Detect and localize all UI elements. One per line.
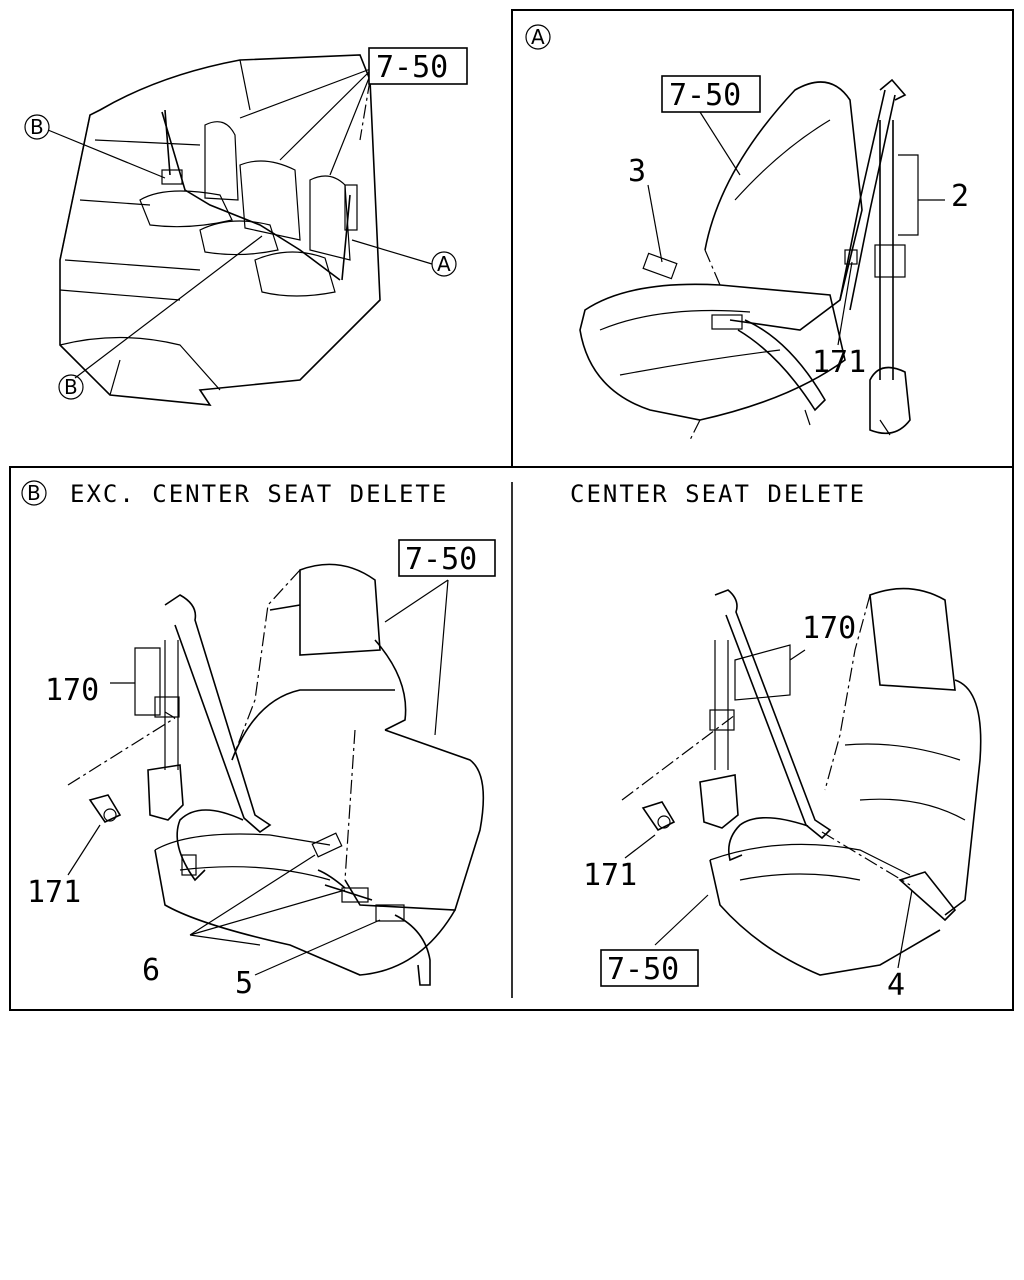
overview-circle-b-bottom-label: B — [64, 375, 78, 399]
detail-b-title-right: CENTER SEAT DELETE — [570, 480, 866, 508]
callout-171-b-right: 171 — [583, 858, 637, 893]
callout-171-a: 171 — [812, 345, 866, 380]
detail-a-ref-box — [661, 75, 761, 113]
overview-ref-box — [368, 47, 468, 85]
detail-b-left-drawing — [67, 563, 485, 986]
callout-2-a: 2 — [951, 179, 969, 214]
callout-3: 3 — [628, 154, 646, 189]
detail-a-drawing — [579, 78, 945, 441]
overview-circle-b-top-label: B — [30, 115, 44, 139]
overview-circle-b-bottom: B — [58, 374, 84, 400]
callout-171-b-left: 171 — [27, 875, 81, 910]
callout-170-b-left: 170 — [45, 673, 99, 708]
detail-b-circle-label: B — [27, 481, 41, 505]
b-right-ref-box — [600, 949, 699, 987]
overview-circle-a: A — [431, 251, 457, 277]
cab-overview-drawing — [47, 54, 433, 406]
detail-b-circle-header: B — [21, 480, 47, 506]
detail-b-right-drawing — [621, 587, 982, 976]
b-right-ref-7-50: 7-50 — [607, 952, 679, 987]
overview-circle-a-label: A — [437, 252, 451, 276]
detail-b-title-left: EXC. CENTER SEAT DELETE — [70, 480, 448, 508]
overview-circle-b-top: B — [24, 114, 50, 140]
overview-ref-7-50: 7-50 — [376, 50, 448, 85]
callout-4: 4 — [887, 968, 905, 1003]
callout-5: 5 — [235, 966, 253, 1001]
detail-a-circle-label: A — [531, 25, 545, 49]
detail-a-circle-header: A — [525, 24, 551, 50]
panel-frames — [9, 9, 1014, 1011]
detail-a-ref-7-50: 7-50 — [669, 78, 741, 113]
callout-6: 6 — [142, 953, 160, 988]
b-left-ref-7-50: 7-50 — [405, 542, 477, 577]
b-left-ref-box — [398, 539, 496, 577]
callout-170-b-right: 170 — [802, 611, 856, 646]
